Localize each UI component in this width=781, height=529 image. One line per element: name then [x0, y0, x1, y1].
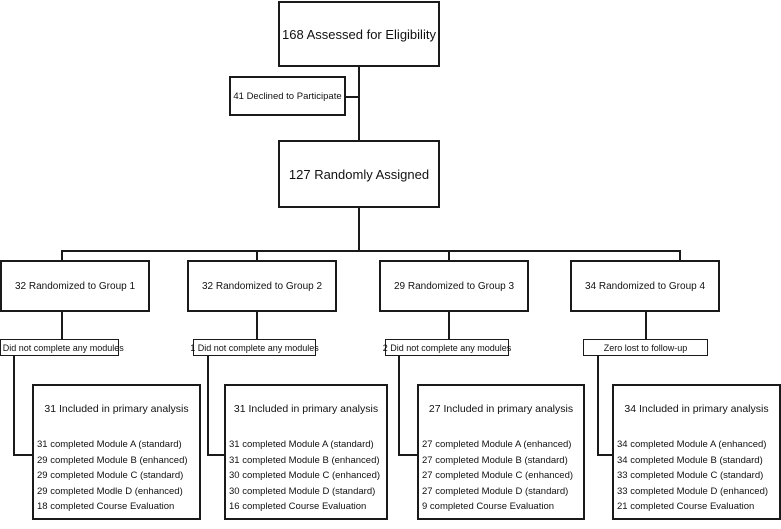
list-item: 27 completed Module B (standard) [422, 454, 568, 466]
connector-declined [346, 96, 358, 98]
group-1-loss-box: 1 Did not complete any modules [0, 339, 124, 356]
connector-group-3-analysis-h [398, 454, 419, 456]
group-4-label: 34 Randomized to Group 4 [584, 280, 706, 292]
group-1-analysis-title: 31 Included in primary analysis [44, 403, 189, 415]
list-item: 29 completed Module C (standard) [37, 470, 184, 482]
group-4-box: 34 Randomized to Group 4 [570, 260, 720, 312]
group-4-analysis-title: 34 Included in primary analysis [624, 403, 769, 415]
group-3-loss-box: 2 Did not complete any modules [382, 339, 512, 356]
connector-group-1-loss [61, 312, 63, 339]
list-item: 27 completed Module A (enhanced) [422, 439, 572, 450]
list-item: 33 completed Module D (enhanced) [617, 485, 769, 497]
list-item: 18 completed Course Evaluation [37, 501, 175, 513]
list-item: 34 completed Module A (enhanced) [617, 439, 767, 450]
list-item: 21 completed Course Evaluation [617, 501, 755, 513]
list-item: 34 completed Module B (standard) [617, 454, 763, 466]
declined-label: 41 Declined to Participate [233, 90, 342, 102]
assessed-label: 168 Assessed for Eligibility [282, 26, 436, 42]
group-1-box: 32 Randomized to Group 1 [0, 260, 150, 312]
group-3-label: 29 Randomized to Group 3 [393, 280, 515, 292]
connector-group-4-loss [645, 312, 647, 339]
list-item: 31 completed Module A (standard) [37, 439, 182, 450]
connector-group-4-drop [679, 250, 681, 260]
connector-group-3-analysis-v [398, 356, 400, 456]
group-2-analysis-title: 31 Included in primary analysis [233, 403, 379, 415]
group-3-loss-label: 2 Did not complete any modules [382, 342, 512, 353]
connector-group-1-drop [61, 250, 63, 260]
connector-group-2-loss [256, 312, 258, 339]
group-4-analysis-list: 34 completed Module A (enhanced) 34 comp… [617, 437, 768, 515]
connector-group-3-drop [448, 250, 450, 260]
group-1-analysis-list: 31 completed Module A (standard) 29 comp… [37, 437, 188, 515]
list-item: 30 completed Module D (standard) [229, 485, 376, 497]
list-item: 9 completed Course Evaluation [422, 501, 555, 513]
connector-group-2-drop [256, 250, 258, 260]
assessed-box: 168 Assessed for Eligibility [278, 1, 440, 67]
list-item: 27 completed Module C (enhanced) [422, 470, 574, 482]
connector-group-3-loss [448, 312, 450, 339]
connector-main-vertical [358, 67, 360, 140]
connector-group-bar [61, 250, 681, 252]
connector-group-4-analysis-h [597, 454, 614, 456]
group-3-box: 29 Randomized to Group 3 [379, 260, 529, 312]
connector-group-1-analysis-h [13, 454, 34, 456]
list-item: 16 completed Course Evaluation [229, 501, 367, 513]
group-1-analysis-box: 31 Included in primary analysis 31 compl… [32, 384, 201, 520]
group-3-analysis-box: 27 Included in primary analysis 27 compl… [417, 384, 585, 520]
list-item: 31 completed Module B (enhanced) [229, 454, 380, 466]
list-item: 30 completed Module C (enhanced) [229, 470, 381, 482]
list-item: 29 completed Module B (enhanced) [37, 454, 188, 466]
randomized-label: 127 Randomly Assigned [288, 166, 430, 182]
group-3-analysis-list: 27 completed Module A (enhanced) 27 comp… [422, 437, 573, 515]
connector-group-2-analysis-v [207, 356, 209, 456]
randomized-box: 127 Randomly Assigned [278, 140, 440, 208]
connector-to-groups [358, 208, 360, 251]
connector-group-1-analysis-v [13, 356, 15, 456]
group-2-label: 32 Randomized to Group 2 [201, 280, 323, 292]
group-2-loss-label: 1 Did not complete any modules [190, 342, 319, 353]
group-2-analysis-list: 31 completed Module A (standard) 31 comp… [229, 437, 380, 515]
connector-group-2-analysis-h [207, 454, 226, 456]
group-2-analysis-box: 31 Included in primary analysis 31 compl… [224, 384, 388, 520]
connector-group-4-analysis-v [597, 356, 599, 456]
list-item: 31 completed Module A (standard) [229, 439, 374, 450]
group-1-loss-label: 1 Did not complete any modules [0, 342, 124, 353]
group-2-loss-box: 1 Did not complete any modules [190, 339, 319, 356]
list-item: 33 completed Module C (standard) [617, 470, 764, 482]
declined-box: 41 Declined to Participate [229, 76, 346, 116]
list-item: 29 completed Modle D (enhanced) [37, 485, 183, 497]
group-3-analysis-title: 27 Included in primary analysis [428, 403, 574, 415]
group-4-loss-label: Zero lost to follow-up [603, 342, 688, 353]
group-2-box: 32 Randomized to Group 2 [187, 260, 337, 312]
group-1-label: 32 Randomized to Group 1 [14, 280, 136, 292]
list-item: 27 completed Module D (standard) [422, 485, 569, 497]
group-4-loss-box: Zero lost to follow-up [583, 339, 708, 356]
group-4-analysis-box: 34 Included in primary analysis 34 compl… [612, 384, 781, 520]
